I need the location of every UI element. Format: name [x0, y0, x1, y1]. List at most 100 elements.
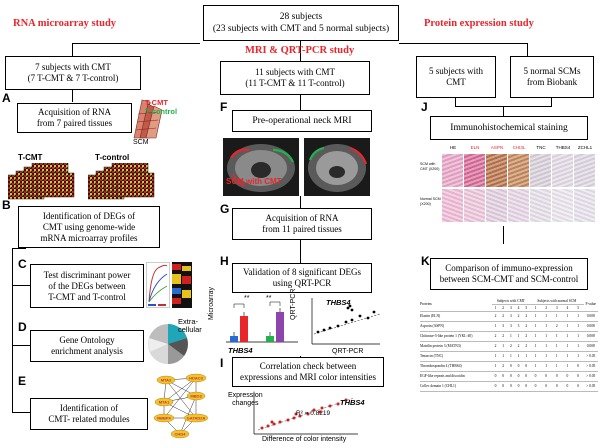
- ihc-column-header: TNC: [536, 145, 546, 150]
- pie-label-extracellular: Extra-cellular: [178, 317, 202, 334]
- table-cell: 0: [507, 361, 515, 372]
- correlation-point: [294, 412, 298, 416]
- table-cell: 1: [499, 351, 508, 362]
- table-cell: 1: [562, 311, 573, 322]
- step-letter-j: J: [421, 100, 428, 114]
- table-cell: 1: [514, 331, 523, 342]
- table-cell: 2: [499, 331, 508, 342]
- table-header-cell: 2: [499, 304, 508, 312]
- table-cell: 2: [514, 341, 523, 352]
- table-cell: EGF-like repeats and discoidin: [420, 371, 492, 382]
- correlation-point: [298, 414, 302, 418]
- scatter-point: [348, 304, 352, 308]
- table-cell: 1: [562, 321, 573, 332]
- table-cell: 1: [530, 311, 541, 322]
- table-cell: 0: [499, 371, 508, 382]
- step-k-line1: Comparison of immuno-expression: [445, 263, 573, 273]
- right-normal-line2: from Biobank: [526, 77, 578, 87]
- table-cell: 1: [551, 361, 563, 372]
- svg-text:HDAC3: HDAC3: [189, 376, 204, 381]
- ihc-column-header: THBS4: [555, 145, 571, 150]
- middle-spine-3: [300, 240, 301, 263]
- middle-subjects-box: 11 subjects with CMT (11 T-CMT & 11 T-co…: [220, 61, 370, 95]
- table-cell: Tenascin (TNC): [420, 351, 492, 362]
- correlation-point: [286, 418, 290, 422]
- table-header-cell: Subjects with normal SCM: [530, 298, 584, 305]
- step-a-line1: Acquisition of RNA: [38, 107, 111, 117]
- table-cell: 0: [530, 371, 541, 382]
- table-cell: 2: [499, 361, 508, 372]
- left-spine-lower: [12, 248, 13, 413]
- svg-text:MBD3: MBD3: [190, 394, 202, 399]
- step-e-line2: CMT- related modules: [48, 414, 130, 424]
- ihc-tissue-image: [486, 189, 507, 222]
- qrt-pcr-scatter-plot: [311, 298, 381, 345]
- table-cell: 0: [514, 361, 523, 372]
- correlation-point: [270, 420, 274, 424]
- step-letter-i: I: [220, 356, 224, 370]
- table-cell: 2: [522, 341, 531, 352]
- ihc-column-header: HE: [449, 145, 457, 150]
- ihc-tissue-image: [530, 154, 551, 187]
- microarray-heatmaps-t-control: [88, 163, 155, 200]
- table-cell: Elastin (ELN): [420, 311, 492, 322]
- step-letter-h: H: [220, 254, 229, 268]
- correlation-point: [336, 402, 340, 406]
- step-f-text: Pre-operational neck MRI: [252, 116, 352, 126]
- table-header-cell: 4: [562, 304, 573, 312]
- step-e-box: Identification of CMT- related modules: [30, 398, 148, 430]
- table-cell: Asporin (ASPN): [420, 321, 492, 332]
- table-cell: 3: [499, 321, 508, 332]
- table-cell: 1: [540, 331, 552, 342]
- step-letter-f: F: [220, 100, 228, 114]
- table-header-cell: 5: [522, 304, 531, 312]
- right-cmt-line1: 5 subjects with: [429, 66, 483, 76]
- h-bar-4: [276, 312, 284, 342]
- ihc-tissue-image: [442, 154, 463, 187]
- right-join-v1: [455, 98, 456, 106]
- table-cell: 1: [499, 341, 508, 352]
- step-letter-c: C: [18, 257, 27, 271]
- table-cell: > 0.05: [583, 371, 598, 382]
- step-k-box: Comparison of immuno-expression between …: [430, 258, 588, 290]
- ihc-row-label: SCM with CMT (X200): [420, 162, 440, 171]
- table-cell: 0: [540, 371, 552, 382]
- d-branch: [12, 345, 30, 346]
- ihc-tissue-image: [442, 189, 463, 222]
- table-cell: 1: [530, 341, 541, 352]
- table-cell: 0: [572, 361, 584, 372]
- table-cell: 1: [491, 321, 500, 332]
- table-cell: 1: [540, 341, 552, 352]
- h-bar-1: [230, 336, 238, 342]
- table-cell: 0: [507, 381, 515, 392]
- step-letter-k: K: [421, 254, 430, 268]
- table-cell: 1: [522, 351, 531, 362]
- section-title-protein: Protein expression study: [424, 18, 534, 29]
- step-g-line1: Acquisition of RNA: [265, 213, 339, 223]
- table-cell: 0: [499, 381, 508, 392]
- table-cell: 2: [491, 341, 500, 352]
- correlation-scatter-plot: [253, 392, 358, 435]
- ihc-row-label: Normal SCM (X200): [420, 197, 441, 206]
- table-cell: Matrilin protein 3 (MATN3): [420, 341, 492, 352]
- step-c-line2: of the DEGs between: [48, 280, 126, 291]
- roc-curve-thumbnail: [146, 262, 170, 308]
- table-cell: 1: [507, 331, 515, 342]
- table-cell: 1: [572, 311, 584, 322]
- step-letter-d: D: [18, 320, 27, 334]
- i-xlabel: Difference of color intensity: [262, 436, 347, 443]
- table-cell: 1: [572, 341, 584, 352]
- table-cell: 0.008: [583, 341, 598, 352]
- step-h-line2: using QRT-PCR: [272, 278, 332, 288]
- right-cmt-line2: CMT: [446, 77, 466, 87]
- h-bar-3: [266, 336, 274, 342]
- table-cell: 2: [491, 331, 500, 342]
- correlation-point: [320, 406, 324, 410]
- table-cell: 0: [530, 381, 541, 392]
